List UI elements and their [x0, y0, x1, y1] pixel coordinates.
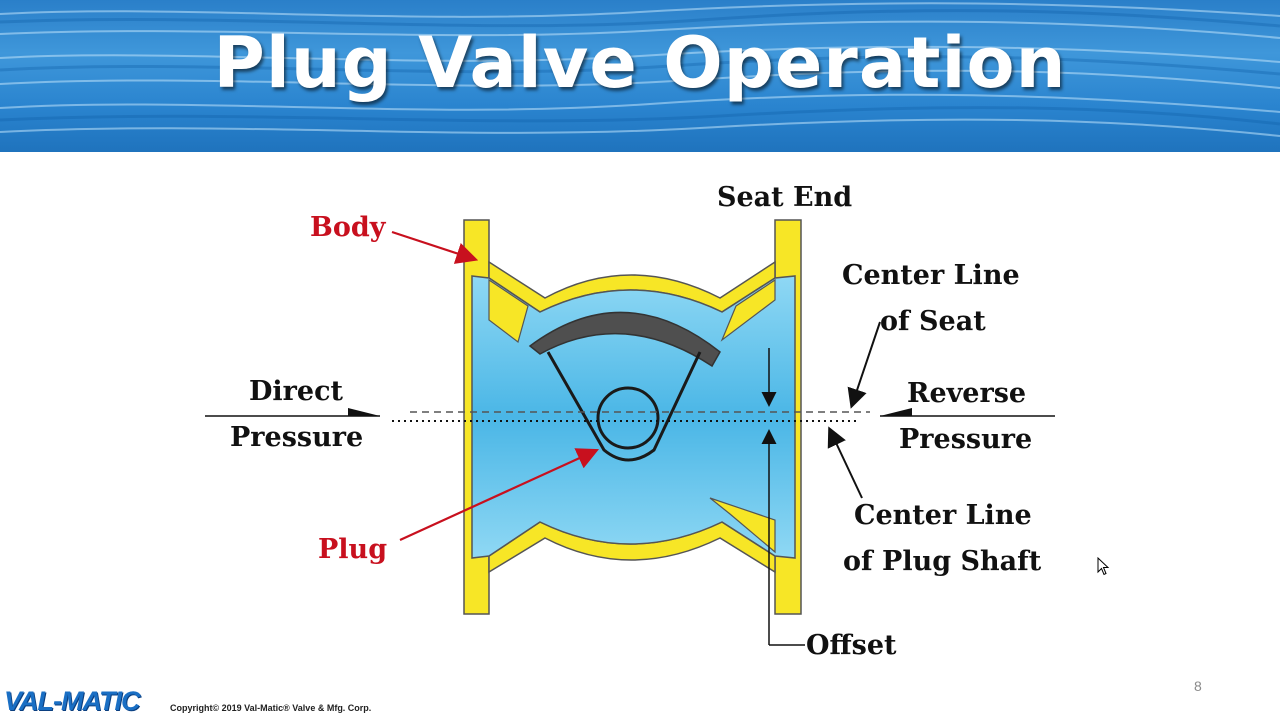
copyright-text: Copyright© 2019 Val-Matic® Valve & Mfg. … — [170, 703, 372, 713]
label-reverse-pressure: Pressure — [899, 424, 1033, 455]
page-number: 8 — [1194, 678, 1202, 694]
label-center-line-shaft-2: of Plug Shaft — [843, 546, 1042, 577]
label-direct-pressure: Pressure — [230, 422, 364, 453]
label-center-line-seat-1: Center Line — [842, 260, 1020, 291]
body-lobe-upper-right — [720, 278, 776, 342]
label-plug: Plug — [318, 534, 388, 565]
label-offset: Offset — [806, 630, 897, 661]
callouts — [391, 230, 881, 542]
body-lobe-lower-right — [709, 497, 776, 554]
seat-facing — [528, 311, 721, 368]
label-body: Body — [310, 212, 386, 243]
title-banner: Plug Valve Operation — [0, 0, 1280, 152]
pressure-lines — [205, 408, 1055, 422]
slide-title: Plug Valve Operation — [213, 22, 1067, 104]
offset-dimension — [761, 348, 805, 646]
banner-stripes — [0, 2, 1280, 137]
label-reverse: Reverse — [907, 378, 1027, 409]
plug — [546, 351, 702, 462]
label-direct: Direct — [249, 376, 343, 407]
body-lobe-upper-left — [488, 278, 529, 344]
label-center-line-shaft-1: Center Line — [854, 500, 1032, 531]
label-seat-end: Seat End — [717, 182, 853, 213]
label-center-line-seat-2: of Seat — [880, 306, 986, 337]
mouse-cursor-icon — [1097, 557, 1110, 576]
val-matic-logo: VAL-MATIC — [4, 686, 140, 716]
